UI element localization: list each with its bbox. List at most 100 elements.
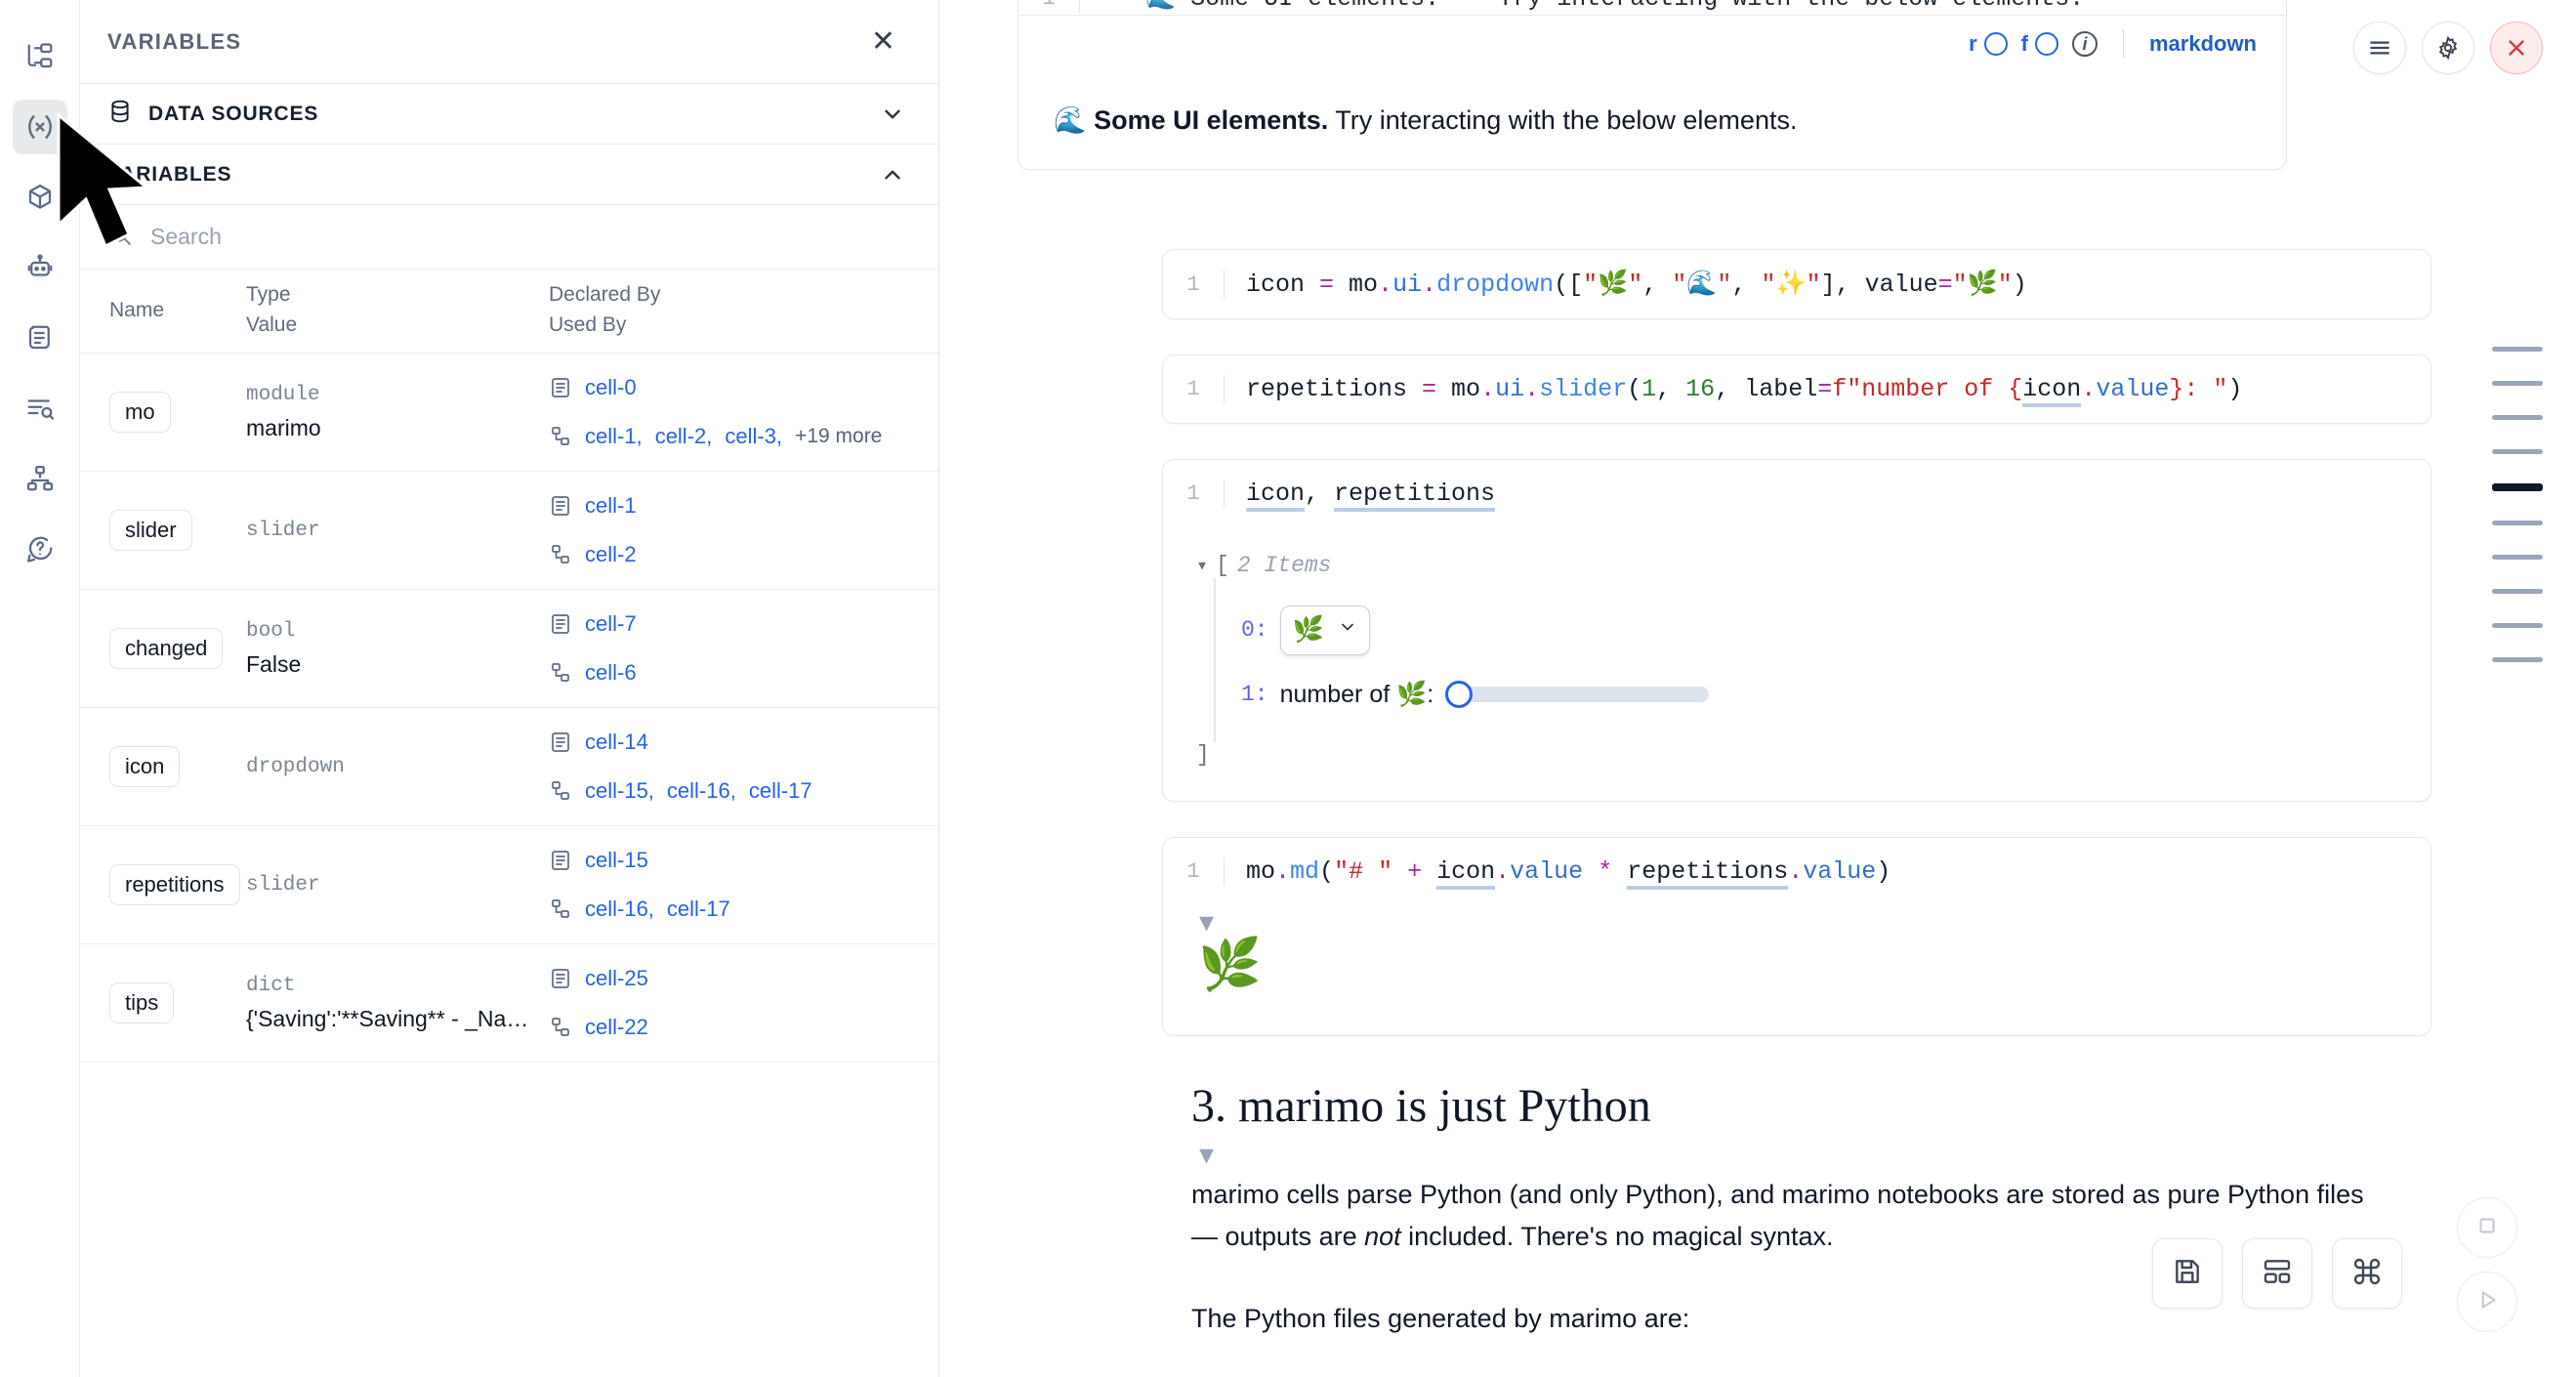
cell-link[interactable]: cell-1 (585, 493, 637, 518)
cell-link[interactable]: cell-2 (585, 542, 637, 566)
cell-link[interactable]: cell-17 (748, 778, 812, 803)
used-by-more[interactable]: +19 more (795, 425, 883, 447)
cell-source-code[interactable]: mo.md("# " + icon.value * repetitions.va… (1224, 857, 2431, 890)
slider-thumb[interactable] (1445, 681, 1474, 708)
line-number: 1 (1186, 859, 1200, 884)
section-data-sources[interactable]: DATA SOURCES (80, 84, 938, 145)
toggle-run-on-change[interactable]: r (1969, 31, 2008, 57)
cell-link[interactable]: cell-15, (585, 778, 654, 803)
minimap-mark[interactable] (2492, 521, 2543, 525)
search-bar (80, 205, 938, 270)
toggle-format[interactable]: f (2021, 31, 2058, 57)
cell-source-code[interactable]: repetitions = mo.ui.slider(1, 16, label=… (1224, 375, 2431, 407)
slider-track[interactable] (1465, 687, 1710, 702)
cell-source-code[interactable]: icon, repetitions (1224, 480, 2431, 512)
cell-link[interactable]: cell-17 (666, 897, 730, 921)
minimap[interactable] (2492, 347, 2543, 662)
hamburger-icon[interactable] (2353, 21, 2406, 74)
chevron-down-icon[interactable]: ▾ (1199, 1139, 1215, 1171)
cell-link[interactable]: cell-3, (725, 424, 783, 448)
minimap-mark[interactable] (2492, 415, 2543, 420)
minimap-mark[interactable] (2492, 555, 2543, 560)
section-paragraph-1: marimo cells parse Python (and only Pyth… (1191, 1174, 2392, 1257)
minimap-mark[interactable] (2492, 483, 2543, 491)
run-button[interactable] (2457, 1272, 2517, 1332)
cell-link[interactable]: cell-2, (654, 424, 713, 448)
cell-link[interactable]: cell-6 (585, 660, 637, 685)
cell-source-code[interactable]: icon = mo.ui.dropdown(["🌿", "🌊", "✨"], v… (1224, 270, 2431, 299)
search-input[interactable] (150, 224, 911, 250)
close-icon[interactable]: ✕ (870, 24, 895, 58)
cell-link[interactable]: cell-25 (585, 966, 648, 990)
variable-name-pill[interactable]: slider (109, 510, 192, 551)
database-icon (107, 99, 133, 129)
cell-output-json: ▾ [ 2 Items 0: 🌿 (1163, 527, 2431, 801)
page-title: VARIABLES (107, 28, 242, 54)
cell-output-markdown: 🌊 Some UI elements. Try interacting with… (1018, 72, 2286, 169)
sidebar-item-dependency-graph[interactable] (13, 451, 67, 506)
icon-dropdown[interactable]: 🌿 (1279, 605, 1370, 655)
variables-panel: VARIABLES ✕ DATA SOURCES VARIABLES (80, 0, 939, 1377)
output-rest-text: Try interacting with the below elements. (1328, 105, 1798, 135)
language-badge[interactable]: markdown (2148, 31, 2257, 56)
minimap-mark[interactable] (2492, 623, 2543, 628)
variable-name-pill[interactable]: tips (109, 982, 175, 1023)
cell-link[interactable]: cell-15 (585, 848, 648, 872)
cell-link[interactable]: cell-1, (585, 424, 643, 448)
variable-name-pill[interactable]: changed (109, 628, 224, 669)
cell-link[interactable]: cell-14 (585, 730, 648, 754)
variable-name-pill[interactable]: icon (109, 746, 181, 787)
cell-link[interactable]: cell-0 (585, 375, 637, 399)
cell-link[interactable]: cell-16, (666, 778, 736, 803)
slider-label: number of 🌿: (1279, 680, 1434, 708)
repetitions-slider[interactable] (1445, 681, 1710, 708)
section-variables[interactable]: VARIABLES (80, 145, 938, 205)
close-icon[interactable] (2490, 21, 2543, 74)
sidebar-item-logs[interactable] (13, 311, 67, 365)
sidebar-item-file-explorer[interactable] (13, 29, 67, 84)
dependency-icon (549, 779, 572, 803)
sidebar-item-help[interactable] (13, 522, 67, 576)
chevron-down-icon (1338, 617, 1357, 644)
cell-icon (549, 494, 572, 518)
variable-name-pill[interactable]: repetitions (109, 864, 240, 905)
interrupt-button[interactable] (2457, 1197, 2517, 1258)
gear-icon[interactable] (2422, 21, 2474, 74)
command-palette-button[interactable] (2332, 1238, 2402, 1309)
chevron-down-icon[interactable]: ▾ (1199, 906, 1215, 939)
sidebar-item-variables[interactable] (12, 100, 67, 154)
line-number: 1 (1186, 377, 1200, 401)
minimap-mark[interactable] (2492, 347, 2543, 352)
cell-link[interactable]: cell-16, (585, 897, 654, 921)
chevron-down-icon[interactable] (880, 102, 905, 127)
cell-toolbar: r f i markdown (1018, 15, 2286, 72)
cell-link[interactable]: cell-22 (585, 1015, 648, 1039)
sidebar-item-outline[interactable] (13, 381, 67, 436)
info-icon[interactable]: i (2071, 31, 2098, 57)
minimap-mark[interactable] (2492, 589, 2543, 594)
declared-by-line: cell-1 (549, 485, 923, 526)
chevron-down-icon[interactable]: ▾ (1196, 556, 1209, 578)
variable-name-pill[interactable]: mo (109, 392, 171, 433)
chevron-up-icon[interactable] (880, 162, 905, 188)
minimap-mark[interactable] (2492, 381, 2543, 386)
variable-value: False (246, 650, 302, 677)
file-tree-icon (25, 42, 55, 71)
sidebar-item-chat[interactable] (13, 240, 67, 295)
layout-button[interactable] (2242, 1238, 2312, 1309)
dependency-icon (549, 661, 572, 685)
cell-source-text[interactable]: """🌊 Some UI elements.""" Try interactin… (1079, 0, 2286, 13)
help-icon (25, 534, 55, 563)
save-button[interactable] (2152, 1238, 2223, 1309)
minimap-mark[interactable] (2492, 449, 2543, 454)
json-key-1: 1: (1241, 682, 1268, 707)
sidebar-item-packages[interactable] (13, 170, 67, 225)
minimap-mark[interactable] (2492, 657, 2543, 662)
cell-link[interactable]: cell-7 (585, 611, 637, 636)
